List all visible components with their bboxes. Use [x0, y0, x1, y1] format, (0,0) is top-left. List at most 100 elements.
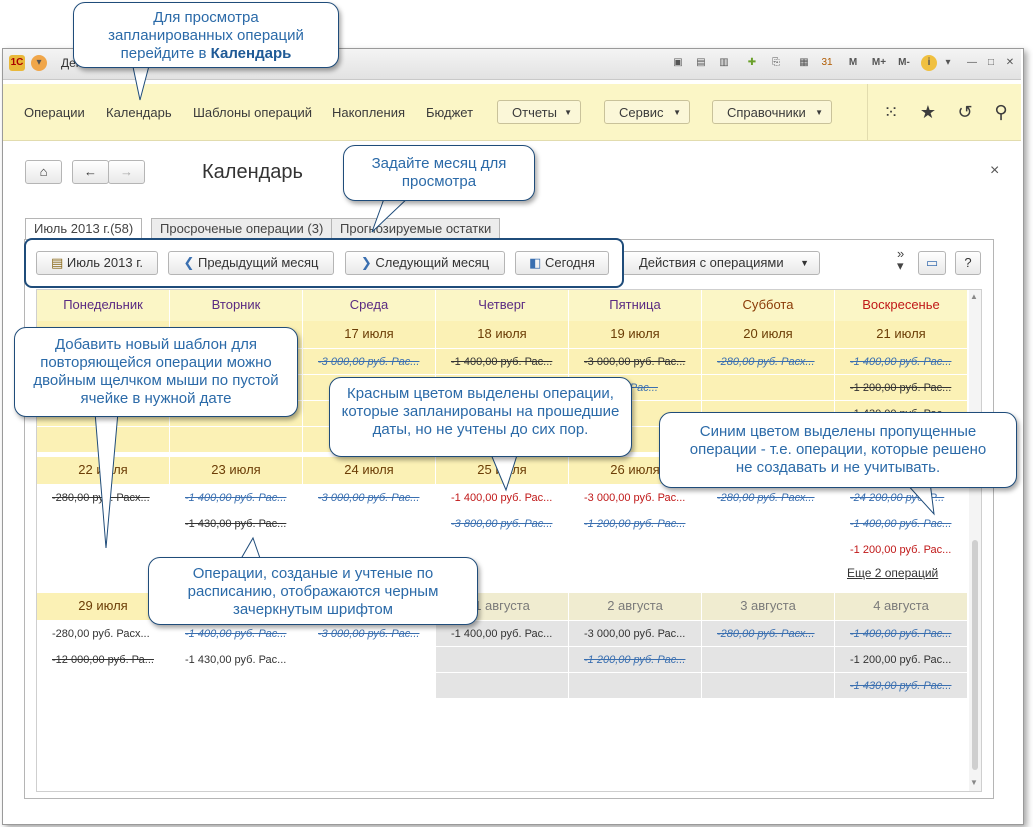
operation-entry[interactable]: -1 400,00 руб. Рас... [850, 628, 952, 640]
scroll-up-icon[interactable]: ▲ [970, 292, 978, 301]
day-cell[interactable] [436, 349, 569, 375]
operation-entry[interactable]: -1 200,00 руб. Рас... [850, 654, 952, 666]
day-cell[interactable] [569, 537, 702, 563]
operation-entry[interactable]: -1 400,00 руб. Рас... [185, 628, 287, 640]
today-button[interactable]: ◧ Сегодня [515, 251, 609, 275]
day-cell[interactable] [303, 485, 436, 511]
operation-entry[interactable]: -1 200,00 руб. Рас... [850, 544, 952, 556]
day-cell[interactable] [37, 563, 170, 589]
tab-overdue[interactable]: Просроченые операции (3) [151, 218, 333, 240]
search-icon[interactable]: ⚲ [994, 102, 1008, 122]
service-dropdown[interactable]: Сервис▼ [604, 100, 690, 124]
favorites-icon[interactable]: ✚ [747, 57, 757, 68]
calculator-icon[interactable]: ▦ [799, 57, 809, 68]
operation-entry[interactable]: -1 400,00 руб. Рас... [185, 492, 287, 504]
operation-entry[interactable]: -280,00 руб. Расх... [717, 628, 815, 640]
menu-item-operations[interactable]: Операции [24, 105, 85, 120]
day-cell[interactable] [436, 621, 569, 647]
day-cell[interactable] [303, 621, 436, 647]
maximize-icon[interactable]: □ [987, 57, 995, 68]
close-form-icon[interactable]: × [990, 162, 1000, 179]
operation-entry[interactable]: -1 400,00 руб. Рас... [850, 518, 952, 530]
save-icon[interactable]: ▣ [673, 57, 683, 68]
forward-button[interactable]: → [108, 160, 145, 184]
menu-item-budget[interactable]: Бюджет [426, 105, 474, 120]
close-window-icon[interactable]: ✕ [1005, 57, 1015, 68]
print-icon[interactable]: ▤ [696, 57, 706, 68]
comment-button[interactable]: ▭ [918, 251, 946, 275]
day-cell[interactable] [569, 511, 702, 537]
day-cell[interactable] [835, 485, 968, 511]
help-button[interactable]: ? [955, 251, 981, 275]
back-button[interactable]: ← [72, 160, 109, 184]
memory-plus-icon[interactable]: M+ [871, 57, 887, 68]
day-cell[interactable] [702, 647, 835, 673]
day-cell[interactable] [170, 511, 303, 537]
day-cell[interactable] [702, 563, 835, 589]
day-cell[interactable] [569, 349, 702, 375]
operation-entry[interactable]: -280,00 руб. Расх... [52, 628, 150, 640]
more-actions-icon[interactable]: »▾ [897, 246, 905, 273]
tab-month[interactable]: Июль 2013 г.(58) [25, 218, 143, 241]
info-icon[interactable]: i [921, 55, 937, 71]
preview-icon[interactable]: ▥ [719, 57, 729, 68]
operation-entry[interactable]: -3 000,00 руб. Рас... [318, 492, 420, 504]
day-cell[interactable] [569, 699, 702, 725]
reports-dropdown[interactable]: Отчеты▼ [497, 100, 581, 124]
next-month-button[interactable]: ❯ Следующий месяц [345, 251, 505, 275]
calendar-icon[interactable]: 31 [821, 57, 833, 68]
operation-entry[interactable]: -1 430,00 руб. Рас... [185, 518, 287, 530]
home-button[interactable]: ⌂ [25, 160, 62, 184]
info-dropdown-icon[interactable]: ▾ [945, 57, 951, 68]
minimize-icon[interactable]: — [967, 57, 977, 68]
operation-entry[interactable]: -3 000,00 руб. Рас... [584, 492, 686, 504]
day-cell[interactable] [569, 485, 702, 511]
scroll-down-icon[interactable]: ▼ [970, 778, 978, 787]
day-cell[interactable] [569, 673, 702, 699]
operation-entry[interactable]: -3 000,00 руб. Рас... [318, 356, 420, 368]
day-cell[interactable] [569, 647, 702, 673]
history-icon[interactable]: ↺ [957, 102, 973, 122]
operation-entry[interactable]: -12 000,00 руб. Ра... [52, 654, 154, 666]
day-cell[interactable] [170, 621, 303, 647]
menu-item-calendar[interactable]: Календарь [106, 105, 172, 120]
day-cell[interactable] [170, 647, 303, 673]
operation-entry[interactable]: -1 400,00 руб. Рас... [850, 356, 952, 368]
day-cell[interactable] [436, 699, 569, 725]
day-cell[interactable] [37, 537, 170, 563]
day-cell[interactable] [303, 349, 436, 375]
day-cell[interactable] [835, 511, 968, 537]
day-cell[interactable] [436, 511, 569, 537]
day-cell[interactable] [702, 699, 835, 725]
day-cell[interactable] [303, 699, 436, 725]
prev-month-button[interactable]: ❮ Предыдущий месяц [168, 251, 334, 275]
day-cell[interactable] [170, 673, 303, 699]
month-select-button[interactable]: ▤ Июль 2013 г. [36, 251, 158, 275]
day-cell[interactable] [835, 647, 968, 673]
day-cell[interactable] [835, 673, 968, 699]
operation-entry[interactable]: -280,00 руб. Расх... [52, 492, 150, 504]
day-cell[interactable] [303, 673, 436, 699]
operation-entry[interactable]: -1 200,00 руб. Рас... [584, 518, 686, 530]
operation-entry[interactable]: -1 200,00 руб. Рас... [584, 654, 686, 666]
day-cell[interactable] [170, 485, 303, 511]
day-cell[interactable] [436, 647, 569, 673]
operation-entry[interactable]: -1 430,00 руб. Рас... [850, 680, 952, 692]
day-cell[interactable] [835, 375, 968, 401]
star-icon[interactable]: ★ [919, 102, 937, 122]
menu-circle-icon[interactable]: ▾ [31, 55, 47, 71]
operation-entry[interactable]: -1 400,00 руб. Рас... [451, 492, 553, 504]
day-cell[interactable] [37, 673, 170, 699]
day-cell[interactable] [835, 563, 968, 589]
day-cell[interactable] [436, 673, 569, 699]
day-cell[interactable] [37, 621, 170, 647]
operation-entry[interactable]: -3 000,00 руб. Рас... [318, 628, 420, 640]
scroll-thumb[interactable] [972, 540, 978, 770]
day-cell[interactable] [303, 511, 436, 537]
day-cell[interactable] [702, 621, 835, 647]
link-icon[interactable]: ⎘ [772, 57, 780, 68]
operation-entry[interactable]: -1 400,00 руб. Рас... [451, 628, 553, 640]
day-cell[interactable] [170, 699, 303, 725]
more-operations-link[interactable]: Еще 2 операций [847, 566, 939, 580]
day-cell[interactable] [436, 485, 569, 511]
